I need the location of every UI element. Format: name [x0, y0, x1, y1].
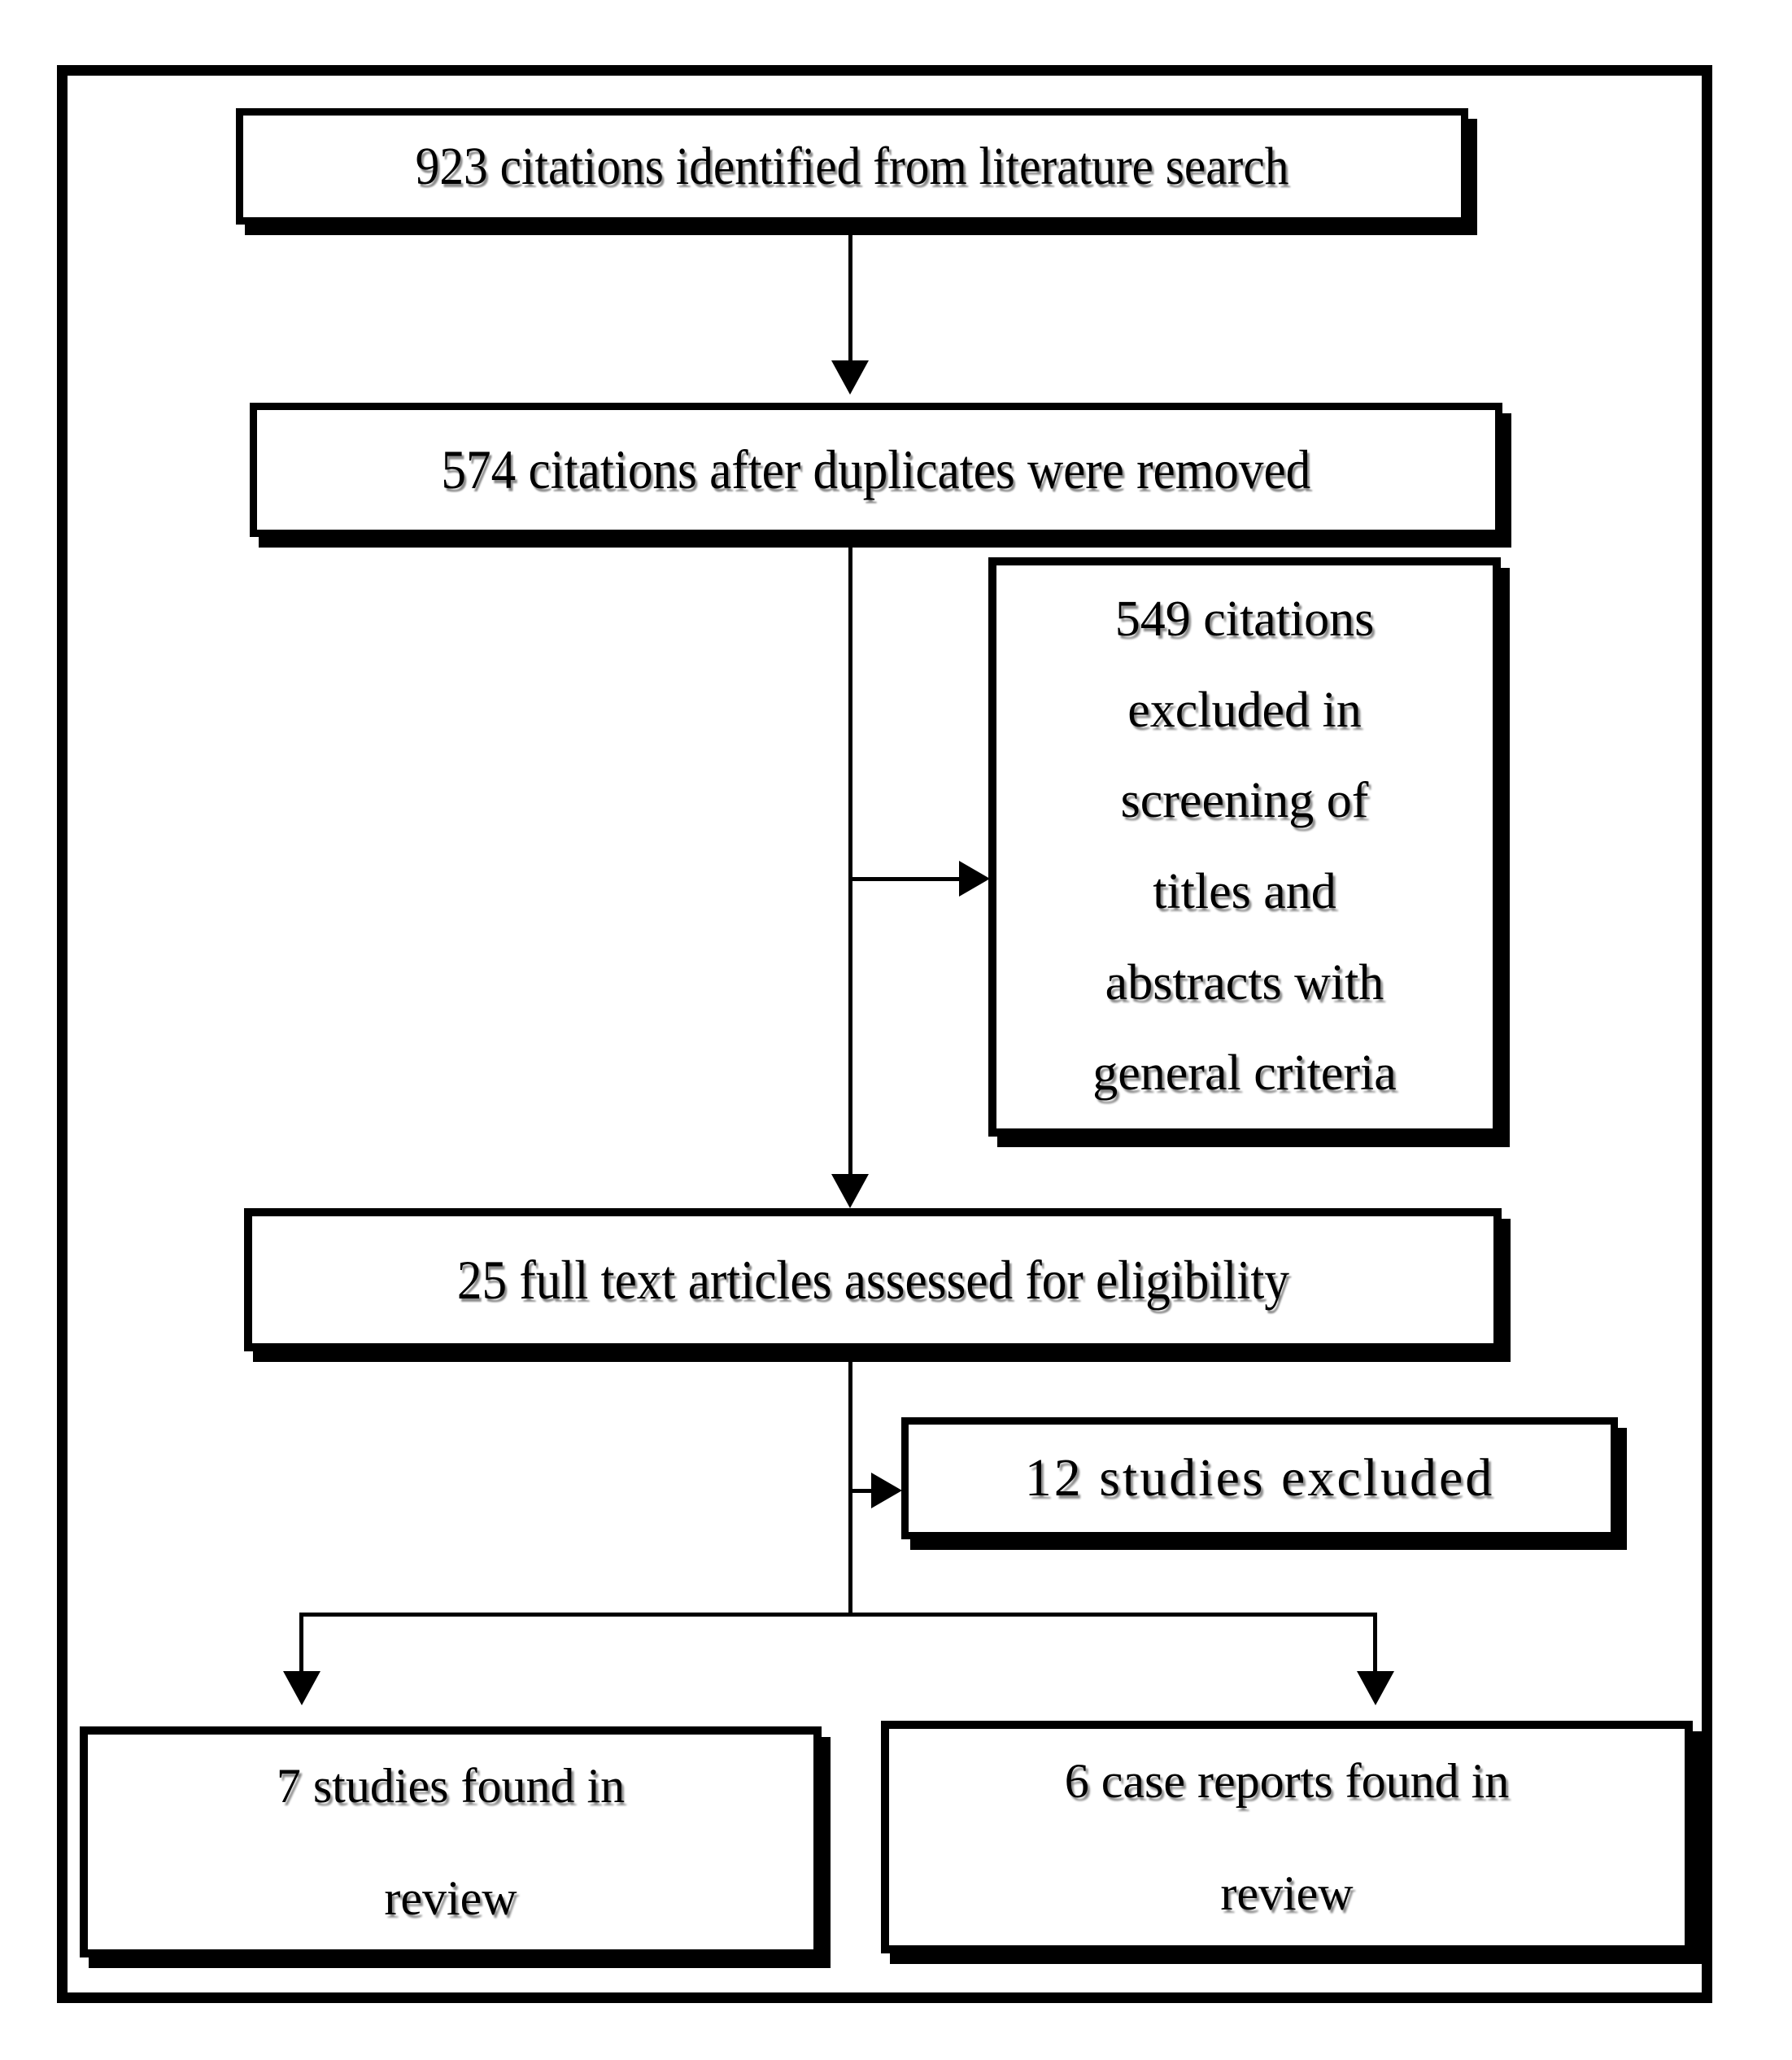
node-case-reports-in-review-label: 6 case reports found in review — [1064, 1754, 1510, 1920]
edge-to-excluded-screening-arrowhead — [959, 861, 990, 897]
node-citations-deduplicated-label: 574 citations after duplicates were remo… — [441, 439, 1311, 500]
edge-to-case-reports-arrowhead — [1357, 1671, 1394, 1705]
node-excluded-in-screening: 549 citations excluded in screening of t… — [988, 557, 1501, 1137]
edge-to-studies-in-review-arrowhead — [283, 1671, 320, 1705]
node-fulltext-assessed: 25 full text articles assessed for eligi… — [244, 1208, 1502, 1351]
diagram-border-frame — [57, 65, 1712, 2003]
edge-to-studies-in-review-line — [299, 1613, 303, 1671]
node-citations-identified-label: 923 citations identified from literature… — [415, 136, 1289, 196]
node-case-reports-in-review: 6 case reports found in review — [881, 1721, 1693, 1953]
edge-deduplicated-fulltext-arrowhead — [831, 1174, 869, 1208]
node-excluded-in-screening-label: 549 citations excluded in screening of t… — [1092, 591, 1397, 1102]
node-studies-in-review: 7 studies found in review — [80, 1726, 822, 1957]
node-studies-in-review-label: 7 studies found in review — [276, 1759, 626, 1925]
edge-to-studies-excluded-arrowhead — [871, 1473, 902, 1508]
edge-fulltext-split-line — [848, 1351, 852, 1614]
node-citations-deduplicated: 574 citations after duplicates were remo… — [250, 403, 1502, 537]
edge-deduplicated-fulltext-line — [848, 537, 852, 1174]
node-studies-excluded: 12 studies excluded — [901, 1417, 1618, 1539]
node-studies-excluded-label: 12 studies excluded — [1024, 1448, 1495, 1508]
edge-to-excluded-screening-line — [848, 877, 959, 881]
edge-identified-deduplicated-arrowhead — [831, 360, 869, 395]
edge-to-case-reports-line — [1373, 1613, 1377, 1671]
node-citations-identified: 923 citations identified from literature… — [236, 108, 1468, 225]
node-fulltext-assessed-label: 25 full text articles assessed for eligi… — [456, 1248, 1289, 1311]
edge-identified-deduplicated-line — [848, 225, 852, 360]
edge-to-studies-excluded-line — [848, 1489, 871, 1493]
edge-split-horizontal-line — [299, 1613, 1377, 1617]
